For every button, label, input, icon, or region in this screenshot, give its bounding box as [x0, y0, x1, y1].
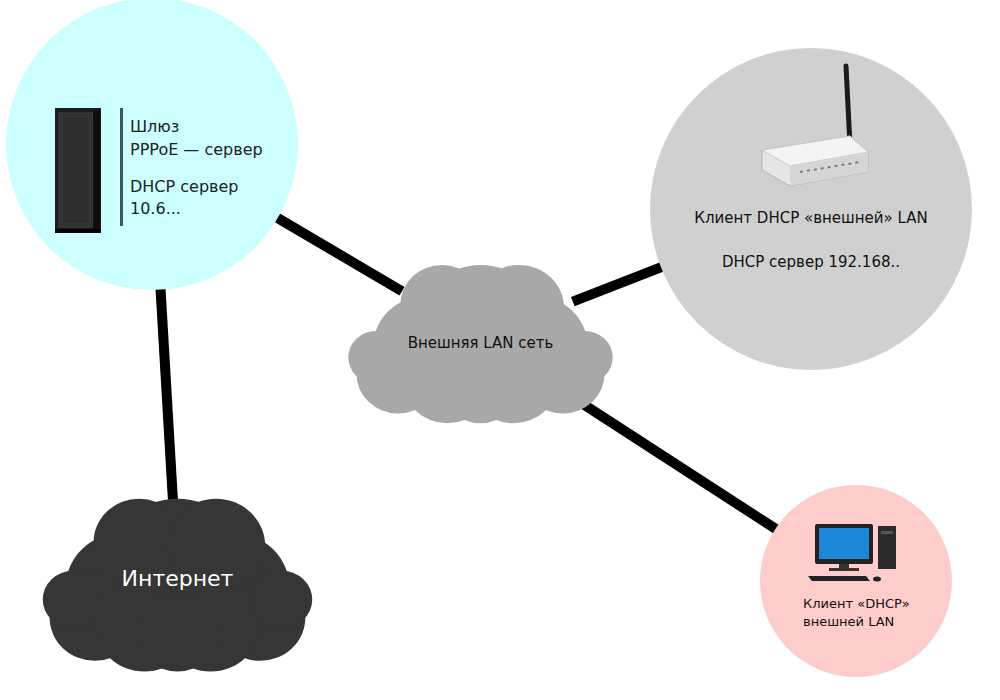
network-link — [275, 217, 402, 292]
router-icon — [762, 66, 868, 186]
node-label: DHCP сервер 192.168.. — [658, 252, 964, 272]
separator-bar — [120, 108, 123, 226]
rack-side — [93, 110, 100, 230]
pc-tower — [878, 526, 896, 569]
gateway-circle: ШлюзPPPoE — серверDHCP сервер 10.6... — [6, 0, 298, 290]
router-body — [762, 136, 868, 186]
monitor-frame — [815, 524, 873, 564]
network-link — [555, 386, 777, 530]
cloud-puff — [557, 331, 612, 384]
router-circle: Клиент DHCP «внешней» LAN DHCP сервер 192… — [650, 48, 972, 370]
pc-drive — [881, 531, 893, 534]
cloud-puff — [400, 265, 483, 344]
node-label: PPPoE — сервер — [130, 139, 290, 161]
rack-door — [59, 113, 93, 227]
cloud-puff — [43, 571, 103, 629]
router-antenna — [846, 66, 850, 146]
monitor-screen — [819, 528, 869, 559]
node-label: Интернет — [60, 564, 295, 594]
cloud-fill — [348, 265, 612, 423]
pc-icon — [808, 524, 896, 582]
server-rack-icon — [55, 108, 101, 233]
node-label: Внешняя LAN сеть — [363, 333, 598, 353]
cloud-puff — [442, 351, 518, 424]
circle-fill — [650, 48, 972, 370]
lan-cloud: Внешняя LAN сеть — [343, 255, 618, 420]
cloud-puff — [348, 331, 403, 384]
keyboard — [808, 576, 870, 581]
circle-fill — [6, 0, 298, 290]
router-front — [790, 152, 868, 186]
circle-fill — [760, 485, 952, 677]
node-label: DHCP сервер 10.6... — [130, 176, 266, 219]
monitor-base — [829, 568, 859, 571]
cloud-puff — [136, 592, 219, 671]
node-label: Клиент «DHCP» внешней LAN — [803, 595, 925, 630]
cloud-puff — [252, 571, 312, 629]
node-label: Клиент DHCP «внешней» LAN — [658, 208, 964, 228]
rack-body — [55, 108, 101, 232]
network-link — [160, 287, 173, 506]
mouse — [873, 577, 881, 582]
rack-base — [55, 229, 101, 233]
network-link — [573, 266, 664, 301]
router-leds — [800, 162, 860, 172]
cloud-fill — [43, 499, 312, 672]
internet-cloud: Интернет — [40, 488, 315, 668]
node-label: Шлюз — [130, 116, 290, 138]
rack-frame — [62, 116, 90, 224]
